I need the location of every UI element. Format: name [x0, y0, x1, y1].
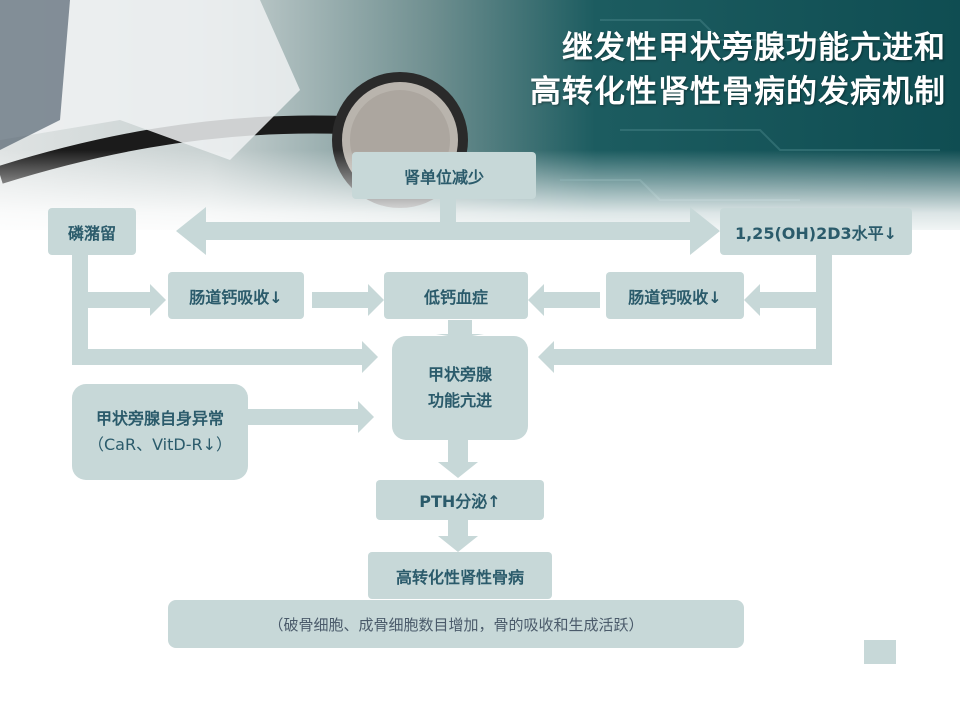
- node-bone-disease: 高转化性肾性骨病: [368, 552, 552, 599]
- page-title: 继发性甲状旁腺功能亢进和 高转化性肾性骨病的发病机制: [426, 26, 946, 114]
- node-hyperpara-line2: 功能亢进: [427, 391, 492, 410]
- connector-right-vertical: [816, 255, 832, 365]
- node-hyperparathyroidism: 甲状旁腺 功能亢进: [392, 336, 528, 440]
- title-line-1: 继发性甲状旁腺功能亢进和: [562, 30, 946, 66]
- node-renal-decrease: 肾单位减少: [352, 152, 536, 199]
- node-renal-decrease-label: 肾单位减少: [403, 167, 484, 187]
- node-bone-disease-label: 高转化性肾性骨病: [395, 567, 524, 587]
- node-phosphate-retention: 磷潴留: [48, 208, 136, 255]
- node-gut-ca-left: 肠道钙吸收↓: [168, 272, 304, 319]
- node-bone-note: （破骨细胞、成骨细胞数目增加，骨的吸收和生成活跃）: [168, 600, 744, 648]
- title-line-2: 高转化性肾性骨病的发病机制: [530, 74, 946, 110]
- node-pth-label: PTH分泌↑: [419, 492, 501, 511]
- node-hypocalcemia: 低钙血症: [384, 272, 528, 319]
- node-self-abn-line1: 甲状旁腺自身异常: [95, 409, 224, 428]
- node-self-abn-line2: （CaR、VitD-R↓）: [87, 435, 233, 454]
- connector-left-vertical: [72, 255, 88, 365]
- node-gut-ca-right: 肠道钙吸收↓: [606, 272, 744, 319]
- node-bone-note-label: （破骨细胞、成骨细胞数目增加，骨的吸收和生成活跃）: [268, 615, 644, 634]
- node-gut-ca-left-label: 肠道钙吸收↓: [189, 287, 283, 307]
- node-pth-secretion: PTH分泌↑: [376, 480, 544, 520]
- node-parathyroid-self-abnormality: 甲状旁腺自身异常 （CaR、VitD-R↓）: [72, 384, 248, 480]
- node-vitd-level-label: 1,25(OH)2D3水平↓: [734, 223, 898, 243]
- node-phosphate-retention-label: 磷潴留: [67, 223, 116, 243]
- node-gut-ca-right-label: 肠道钙吸收↓: [628, 287, 722, 307]
- decorative-corner-square: [864, 640, 896, 664]
- node-vitd-level: 1,25(OH)2D3水平↓: [720, 208, 912, 255]
- node-hypocalcemia-label: 低钙血症: [423, 287, 488, 307]
- node-hyperpara-line1: 甲状旁腺: [427, 365, 492, 384]
